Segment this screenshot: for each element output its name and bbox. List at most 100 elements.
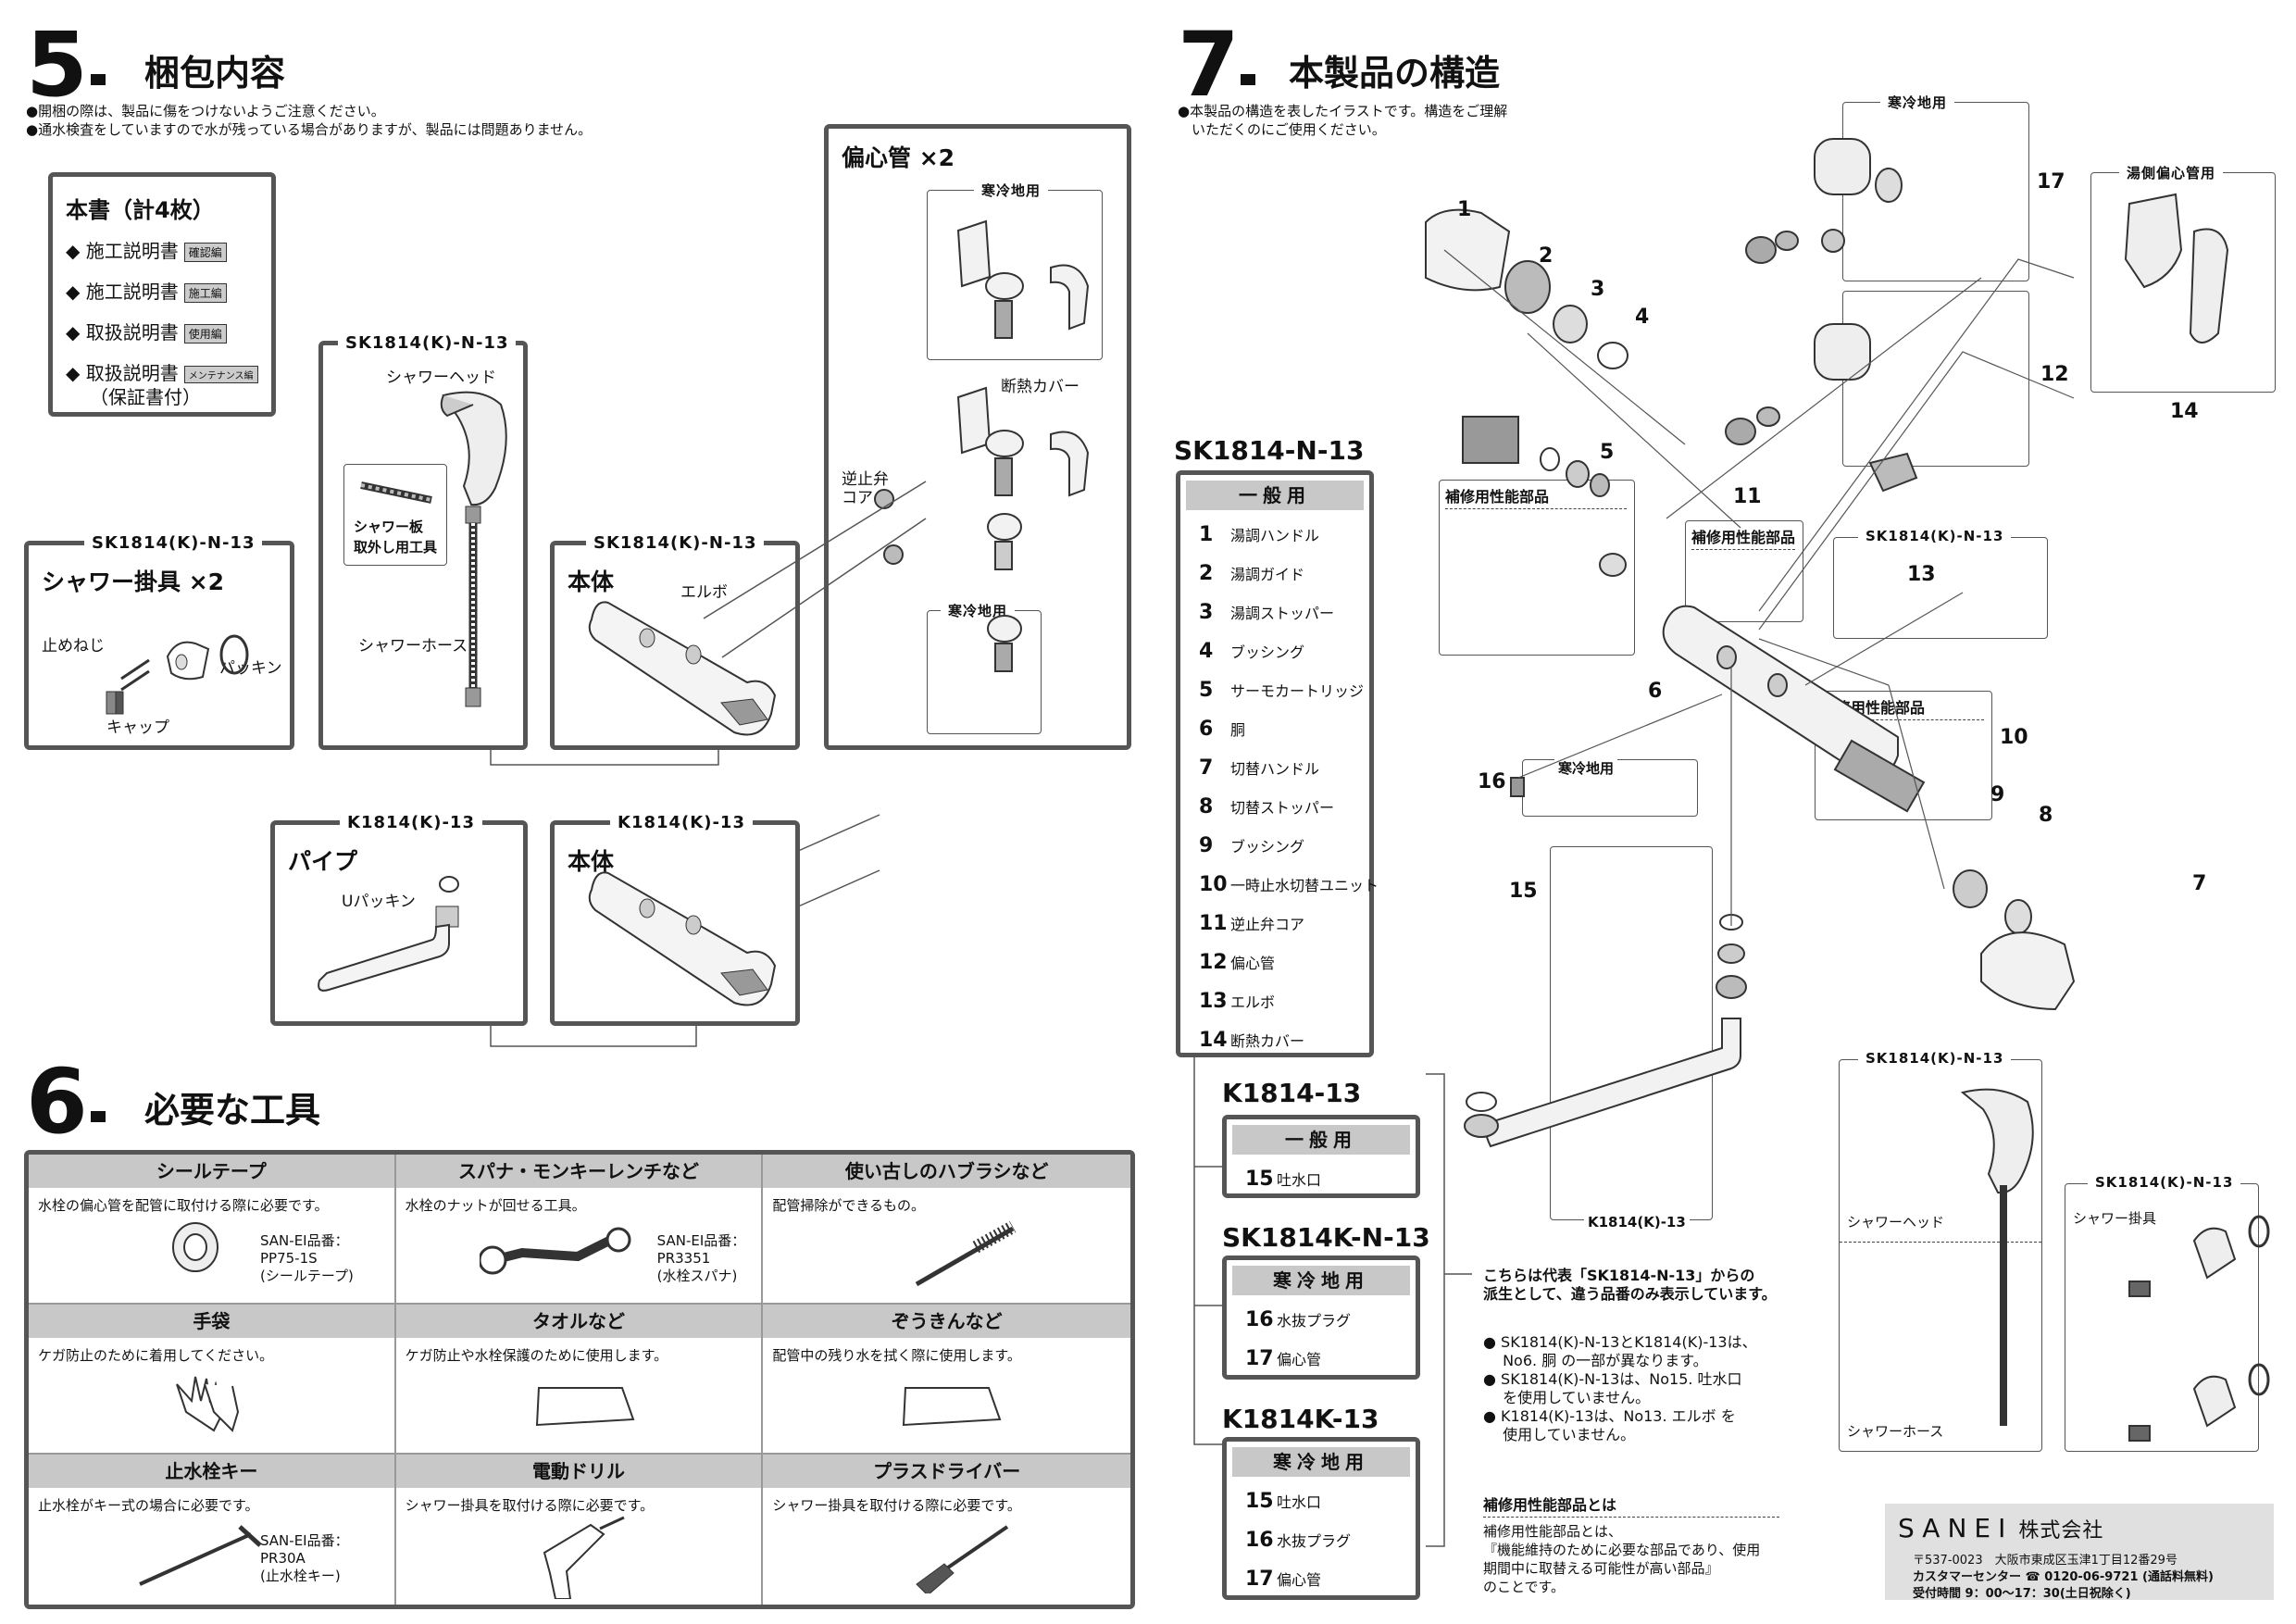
- repair-divider: [1483, 1517, 1779, 1518]
- docs-box: 本書（計4枚） ◆ 施工説明書確認編 ◆ 施工説明書施工編 ◆ 取扱説明書使用編…: [48, 172, 276, 417]
- parts-head: 寒冷地用: [1232, 1447, 1410, 1477]
- tool-cell: 手袋 ケガ防止のために着用してください。: [29, 1305, 396, 1455]
- tool-name: プラスドライバー: [763, 1455, 1130, 1488]
- cold-label-17: 寒冷地用: [1880, 93, 1955, 112]
- label-shower-tool-2: 取外し用工具: [354, 539, 438, 556]
- shower-head-label-7: シャワーヘッド: [1847, 1214, 1945, 1230]
- pipe-box-title: 偏心管 ×2: [842, 144, 955, 171]
- rag-icon: [903, 1387, 1002, 1427]
- callout-17: 17: [2037, 170, 2065, 194]
- docs-title: 本書（計4枚）: [66, 197, 215, 223]
- callout-1: 1: [1457, 198, 1472, 221]
- spout-15-box: K1814(K)-13: [1550, 846, 1713, 1230]
- tool-cell: 止水栓キー 止水栓がキー式の場合に必要です。 SAN-EI品番：PR30A(止水…: [29, 1455, 396, 1605]
- derived-note: こちらは代表「SK1814-N-13」からの派生として、違う品番のみ表示していま…: [1483, 1267, 1777, 1303]
- tool-desc: ケガ防止や水栓保護のために使用します。: [405, 1347, 668, 1364]
- shower-hook-title: シャワー掛具 ×2: [42, 568, 225, 595]
- spout-tag-15: K1814(K)-13: [1584, 1214, 1690, 1230]
- label-elbow: エルボ: [680, 583, 728, 602]
- screwdriver-icon: [916, 1525, 1009, 1593]
- shower-hook-illustration: [106, 634, 249, 715]
- section5-note-1: ●開梱の際は、製品に傷をつけないようご注意ください。: [26, 103, 385, 119]
- variant-bullets: ● SK1814(K)-N-13とK1814(K)-13は、 No6. 胴 の一…: [1483, 1333, 1757, 1443]
- body-illustration: [588, 601, 777, 736]
- callout-11: 11: [1733, 485, 1762, 508]
- label-shower-hose: シャワーホース: [358, 637, 468, 656]
- doc-item-3: ◆ 取扱説明書使用編: [66, 318, 227, 344]
- spout-illustration: [318, 876, 459, 992]
- callout-7: 7: [2192, 872, 2207, 895]
- section5-dot: [91, 74, 106, 85]
- cold-label-16: 寒冷地用: [1554, 758, 1618, 778]
- wrench-icon: [479, 1227, 631, 1275]
- doc-item-2: ◆ 施工説明書施工編: [66, 277, 227, 304]
- label-u-packing: Uパッキン: [342, 893, 416, 911]
- parts-head: 一般用: [1186, 481, 1364, 510]
- elbow-13-box: SK1814(K)-N-13: [1833, 528, 2048, 639]
- tool-desc: 止水栓がキー式の場合に必要です。: [38, 1497, 259, 1514]
- body2-box: K1814(K)-13 本体: [550, 813, 800, 1026]
- label-cap: キャップ: [106, 718, 169, 737]
- exploded-diagram: [1425, 138, 2270, 1442]
- drill-icon: [543, 1516, 625, 1599]
- body2-title: 本体: [568, 848, 615, 875]
- tool-cell: スパナ・モンキーレンチなど 水栓のナットが回せる工具。 SAN-EI品番：PR3…: [395, 1155, 764, 1305]
- parts-head: 寒冷地用: [1232, 1266, 1410, 1295]
- elbow-tag: SK1814(K)-N-13: [1858, 528, 2012, 544]
- label-shower-head: シャワーヘッド: [386, 369, 496, 387]
- section7-note-1: ●本製品の構造を表したイラストです。構造をご理解: [1178, 103, 1508, 119]
- tool-cell: シールテープ 水栓の偏心管を配管に取付ける際に必要です。 SAN-EI品番：PP…: [29, 1155, 396, 1305]
- section7-dot: [1241, 74, 1255, 85]
- parts-head: 一般用: [1232, 1125, 1410, 1155]
- section7-note-2: いただくのにご使用ください。: [1178, 121, 1386, 138]
- tool-cell: ぞうきんなど 配管中の残り水を拭く際に使用します。: [763, 1305, 1130, 1455]
- tool-name: 使い古しのハブラシなど: [763, 1155, 1130, 1188]
- tool-cell: 使い古しのハブラシなど 配管掃除ができるもの。: [763, 1155, 1130, 1305]
- model-k1814k: K1814K-13: [1222, 1404, 1379, 1434]
- callout-4: 4: [1635, 306, 1650, 329]
- callout-5: 5: [1600, 441, 1615, 464]
- body-title: 本体: [568, 568, 615, 595]
- seal-tape-icon: [172, 1222, 218, 1272]
- hot-pipe-14-box: 湯側偏心管用: [2090, 163, 2276, 393]
- section7-title: 本製品の構造: [1289, 53, 1501, 94]
- callout-12: 12: [2040, 363, 2069, 386]
- cold-pipe-box-1: 寒冷地用: [927, 181, 1103, 360]
- callout-15: 15: [1509, 880, 1538, 903]
- tool-desc: 水栓の偏心管を配管に取付ける際に必要です。: [38, 1197, 329, 1214]
- shower-set-tag: SK1814(K)-N-13: [338, 333, 517, 353]
- cold-pipe-17-box: 寒冷地用: [1842, 93, 2029, 281]
- section5-title: 梱包内容: [144, 53, 286, 94]
- callout-9: 9: [1990, 783, 2005, 806]
- cold-16-box: 寒冷地用: [1522, 758, 1698, 817]
- doc-warranty: （保証書付）: [90, 386, 201, 408]
- shower-head-illustration: [440, 391, 507, 707]
- company-hours: 受付時間 9：00～17：30(土日祝除く): [1913, 1587, 2131, 1601]
- callout-10: 10: [2000, 726, 2028, 749]
- spout-box: K1814(K)-13 パイプ Uパッキン: [270, 813, 528, 1026]
- spout-title: パイプ: [288, 848, 358, 875]
- hook-box-7: SK1814(K)-N-13 シャワー掛具: [2065, 1174, 2259, 1452]
- hook-tag-7: SK1814(K)-N-13: [2088, 1174, 2241, 1191]
- body2-tag: K1814(K)-13: [610, 813, 753, 832]
- callout-2: 2: [1539, 244, 1554, 268]
- spout-tag: K1814(K)-13: [340, 813, 482, 832]
- repair-label-11: 補修用性能部品: [1691, 529, 1796, 546]
- model-sk1814k: SK1814K-N-13: [1222, 1222, 1430, 1253]
- cold-pipe-box-2: 寒冷地用: [927, 601, 1042, 734]
